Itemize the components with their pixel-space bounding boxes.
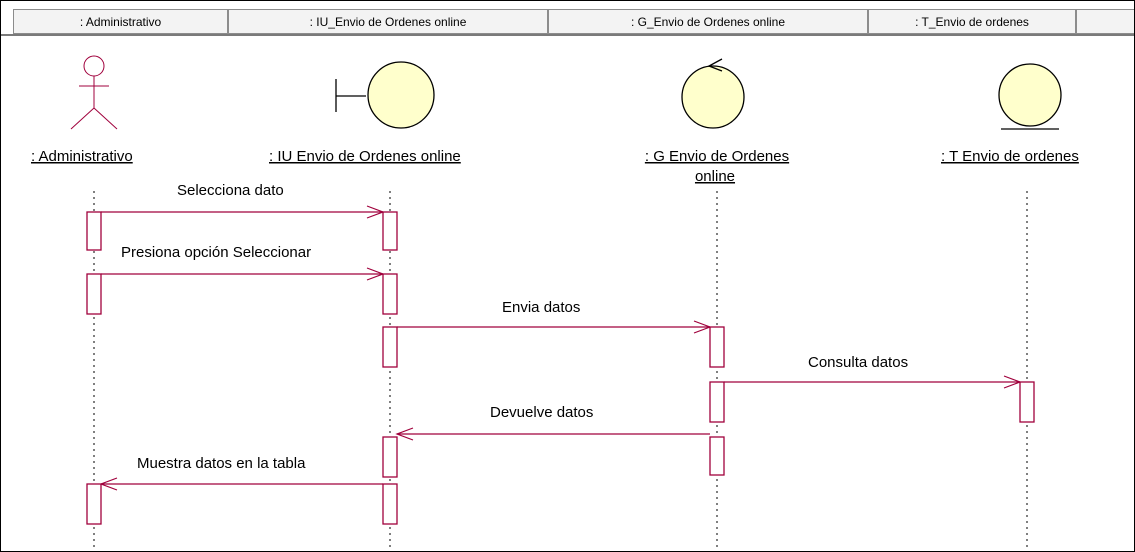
message-arrow-muestra-datos[interactable] <box>99 477 383 491</box>
message-arrow-envia-datos[interactable] <box>397 320 712 334</box>
lifeline-label-administrativo: : Administrativo <box>31 148 133 165</box>
activation-bar[interactable] <box>709 326 725 368</box>
header-cell-administrativo[interactable]: : Administrativo <box>13 9 228 34</box>
message-label-devuelve-datos: Devuelve datos <box>490 404 593 421</box>
activation-bar[interactable] <box>86 211 102 251</box>
control-icon[interactable] <box>681 58 745 129</box>
lifeline-label-t-envio: : T Envio de ordenes <box>941 148 1079 165</box>
activation-bar[interactable] <box>382 483 398 525</box>
activation-bar[interactable] <box>382 436 398 478</box>
lifeline-header-bar: : Administrativo : IU_Envio de Ordenes o… <box>1 1 1134 36</box>
header-cell-empty[interactable] <box>1076 9 1134 34</box>
lifeline-label-iu-envio: : IU Envio de Ordenes online <box>269 148 461 165</box>
activation-bar[interactable] <box>382 273 398 315</box>
header-cell-t-envio[interactable]: : T_Envio de ordenes <box>868 9 1076 34</box>
entity-icon[interactable] <box>998 63 1062 130</box>
message-label-envia-datos: Envia datos <box>502 299 580 316</box>
activation-bar[interactable] <box>709 436 725 476</box>
message-label-presiona-opcion: Presiona opción Seleccionar <box>121 244 311 261</box>
header-cell-g-envio[interactable]: : G_Envio de Ordenes online <box>548 9 868 34</box>
message-arrow-devuelve-datos[interactable] <box>395 427 710 441</box>
boundary-icon[interactable] <box>335 61 435 129</box>
activation-bar[interactable] <box>1019 381 1035 423</box>
message-label-muestra-datos: Muestra datos en la tabla <box>137 455 306 472</box>
activation-bar[interactable] <box>86 273 102 315</box>
activation-bar[interactable] <box>709 381 725 423</box>
message-label-consulta-datos: Consulta datos <box>808 354 908 371</box>
actor-icon[interactable] <box>70 55 118 130</box>
lifeline-label-g-envio-line1: : G Envio de Ordenes <box>645 148 789 165</box>
lifeline-label-g-envio-line2: online <box>695 168 735 185</box>
message-label-selecciona-dato: Selecciona dato <box>177 182 284 199</box>
activation-bar[interactable] <box>86 483 102 525</box>
activation-bar[interactable] <box>382 326 398 368</box>
activation-bar[interactable] <box>382 211 398 251</box>
message-arrow-consulta-datos[interactable] <box>724 375 1022 389</box>
message-arrow-selecciona-dato[interactable] <box>101 205 385 219</box>
header-divider <box>1 34 1134 36</box>
header-cell-iu-envio[interactable]: : IU_Envio de Ordenes online <box>228 9 548 34</box>
message-arrow-presiona-opcion[interactable] <box>101 267 385 281</box>
